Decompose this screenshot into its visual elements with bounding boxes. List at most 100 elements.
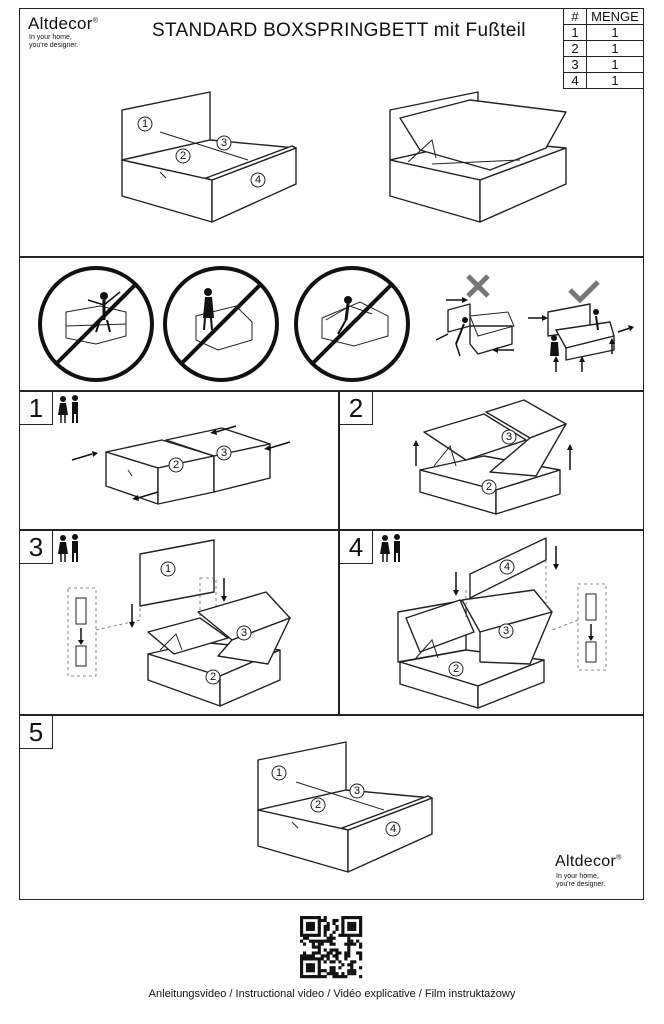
qr-module <box>341 972 345 976</box>
part-2-label <box>205 669 221 685</box>
qr-module <box>323 927 327 931</box>
qr-module <box>329 933 333 937</box>
qr-module <box>317 963 321 967</box>
qr-module <box>326 957 330 961</box>
bottom-brand-tagline: In your home, you're designer. <box>556 873 605 889</box>
part-2-label <box>175 148 191 164</box>
qr-module <box>350 916 354 920</box>
qr-module <box>344 957 348 961</box>
qr-module <box>347 963 351 967</box>
step-3-number: 3 <box>19 530 53 564</box>
qr-module <box>350 972 354 976</box>
qr-module <box>311 927 315 931</box>
brand-logo: Altdecor® <box>28 14 98 34</box>
qr-module <box>314 975 318 979</box>
part-2-label <box>168 457 184 473</box>
qr-module <box>350 969 354 973</box>
qr-module <box>311 951 315 955</box>
qr-code[interactable] <box>300 916 363 979</box>
qr-module <box>341 933 345 937</box>
qr-module <box>347 954 351 958</box>
qr-module <box>314 945 318 949</box>
qr-module <box>350 939 354 943</box>
step-4-panel <box>339 530 644 715</box>
qr-module <box>320 969 324 973</box>
qr-module <box>341 927 345 931</box>
qr-module <box>347 916 351 920</box>
qr-module <box>335 957 339 961</box>
qr-module <box>308 927 313 931</box>
part-3-label <box>216 445 232 461</box>
qr-module <box>314 939 318 943</box>
qr-module <box>305 975 310 979</box>
qr-module <box>356 933 360 937</box>
registered-mark: ® <box>92 17 99 25</box>
qr-module <box>332 936 336 940</box>
part-2-text: 2 <box>210 671 216 683</box>
qr-module <box>317 966 321 970</box>
qr-module <box>353 969 357 973</box>
qr-module <box>326 954 330 958</box>
part-4-text: 4 <box>390 823 396 835</box>
step-2-drawing <box>413 399 573 515</box>
qr-module <box>317 942 321 946</box>
qr-module <box>300 916 304 920</box>
qr-module <box>335 948 339 952</box>
part-4-label <box>499 559 515 575</box>
qr-module <box>329 969 333 973</box>
part-2-text: 2 <box>453 663 459 675</box>
qr-module <box>359 916 363 920</box>
qr-module <box>332 921 336 926</box>
qr-module <box>302 954 307 958</box>
qr-module <box>335 972 339 976</box>
qr-module <box>341 918 345 923</box>
qr-module <box>338 951 342 955</box>
qr-module <box>335 975 339 979</box>
qr-module <box>347 969 351 973</box>
step-5-part-labels: 1 2 3 4 <box>271 765 401 837</box>
qr-module <box>323 918 327 923</box>
qr-module <box>317 916 321 920</box>
qr-module <box>305 969 310 973</box>
overview-part-labels: 1 2 3 4 <box>137 116 266 188</box>
qr-module <box>314 951 318 955</box>
qr-module <box>314 916 318 920</box>
qr-module <box>300 969 304 973</box>
qr-module <box>332 954 336 958</box>
qr-module <box>353 942 357 946</box>
qr-module <box>329 936 333 940</box>
qr-module <box>350 933 354 937</box>
qr-module <box>323 969 327 973</box>
two-people-icon <box>58 395 78 423</box>
qr-module <box>302 933 307 937</box>
wrong-lift-cross-icon <box>435 274 515 357</box>
qr-module <box>305 936 310 940</box>
part-2-text: 2 <box>180 150 186 162</box>
qr-module <box>323 924 327 929</box>
tagline-line-1: In your home, <box>556 873 599 880</box>
qr-module <box>347 936 351 940</box>
qr-module <box>350 921 354 926</box>
qr-module <box>353 916 357 920</box>
qr-module <box>311 921 315 926</box>
part-1-label <box>271 765 287 781</box>
qr-module <box>332 972 336 976</box>
step-5-drawing <box>257 741 433 873</box>
qr-module <box>359 954 363 958</box>
qr-module <box>341 916 345 920</box>
qr-module <box>311 945 315 949</box>
step-4-part-labels: 4 3 2 <box>448 559 515 677</box>
qr-module <box>300 963 304 967</box>
qr-module <box>335 951 339 955</box>
qr-module <box>323 939 327 943</box>
qr-module <box>317 945 321 949</box>
qr-module <box>338 966 342 970</box>
qr-module <box>323 930 327 934</box>
qr-module <box>347 942 351 946</box>
qr-module <box>308 933 313 937</box>
qr-module <box>347 927 351 931</box>
qr-module <box>300 927 304 931</box>
qr-module <box>347 933 351 937</box>
step-1-part-labels: 2 3 <box>168 445 232 473</box>
